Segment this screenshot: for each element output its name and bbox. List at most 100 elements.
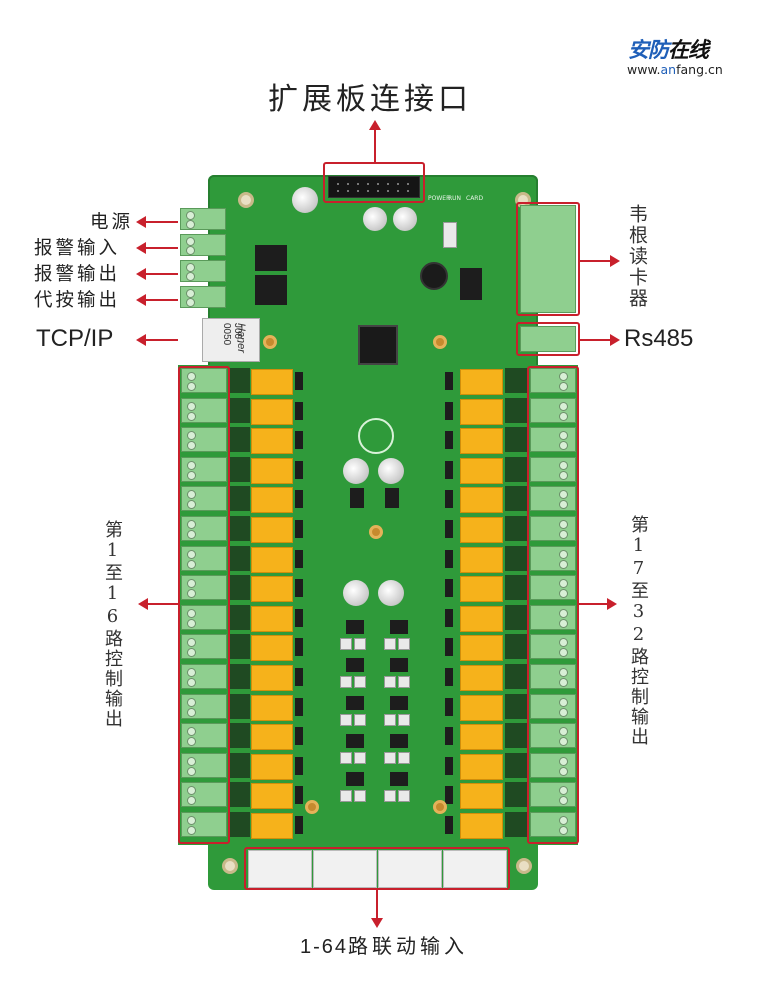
relay <box>251 428 293 455</box>
driver-transistor <box>445 756 453 775</box>
buzzer <box>420 262 448 290</box>
relay <box>251 783 293 810</box>
terminal-header <box>228 782 250 808</box>
output-terminal <box>530 723 576 749</box>
terminal-header <box>228 427 250 453</box>
brand-logo-part1: 安防 <box>628 38 669 62</box>
terminal-header <box>505 782 529 808</box>
screw <box>559 796 568 806</box>
white-connector <box>443 222 457 248</box>
screw <box>559 608 568 618</box>
screw <box>187 520 196 529</box>
rj45-jack: Haner J00-0050 <box>202 318 260 362</box>
screw <box>187 411 196 421</box>
driver-transistor <box>295 816 303 834</box>
output-terminal <box>530 752 576 778</box>
optocoupler-ic <box>390 734 408 748</box>
driver-transistor <box>445 697 453 716</box>
output-terminal <box>530 427 576 453</box>
terminal-header <box>228 486 250 512</box>
relay <box>251 635 293 662</box>
output-terminal <box>530 456 576 482</box>
driver-transistor <box>295 756 303 775</box>
screw <box>187 431 196 441</box>
resistor-array <box>384 790 396 802</box>
relay <box>251 517 293 543</box>
screw <box>559 579 568 589</box>
capacitor <box>343 580 369 606</box>
driver-transistor <box>295 727 303 746</box>
output-terminal <box>181 604 227 630</box>
screw <box>187 796 196 806</box>
relay <box>251 753 293 780</box>
label-linkage-inputs: 1-64路联动输入 <box>300 930 468 959</box>
screw <box>559 401 568 411</box>
screw <box>187 579 196 589</box>
output-terminal <box>530 516 576 541</box>
resistor-array <box>340 638 352 650</box>
screw <box>559 766 568 776</box>
terminal-header <box>505 604 529 630</box>
relay <box>460 635 503 662</box>
relay <box>460 753 503 780</box>
capacitor <box>378 458 404 484</box>
relay <box>251 576 293 603</box>
output-terminal <box>530 634 576 660</box>
resistor-array <box>384 752 396 764</box>
driver-transistor <box>445 816 453 834</box>
label-proxy-output: 代按输出 <box>34 290 121 311</box>
screw <box>187 372 196 381</box>
terminal-header <box>228 545 250 571</box>
relay <box>460 724 503 751</box>
standoff <box>433 800 447 814</box>
resistor-array <box>398 714 410 726</box>
driver-transistor <box>445 727 453 746</box>
label-outputs-17-32: 第17至32路控制输出 <box>628 515 649 747</box>
mounting-hole <box>222 858 238 874</box>
driver-transistor <box>295 520 303 538</box>
output-terminal <box>181 486 227 512</box>
screw <box>559 500 568 510</box>
relay <box>251 398 293 425</box>
output-terminal <box>181 782 227 808</box>
driver-transistor <box>445 668 453 686</box>
screw <box>559 648 568 658</box>
output-terminal <box>181 723 227 749</box>
linkage-input-connector <box>378 850 442 888</box>
relay <box>251 813 293 839</box>
relay <box>251 694 293 721</box>
terminal-header <box>505 575 529 601</box>
terminal-header <box>228 693 250 719</box>
output-terminal <box>181 812 227 837</box>
screw <box>187 816 196 825</box>
terminal-header <box>228 397 250 423</box>
terminal-header <box>228 456 250 482</box>
optocoupler-ic <box>390 772 408 786</box>
arrow-right-icon <box>580 255 620 267</box>
standoff <box>263 335 277 349</box>
screw <box>559 549 568 559</box>
expansion-port-highlight <box>323 162 425 203</box>
capacitor <box>292 187 318 213</box>
screw <box>559 697 568 707</box>
screw <box>559 786 568 796</box>
terminal-header <box>228 664 250 689</box>
screw <box>559 727 568 737</box>
optocoupler-ic <box>346 620 364 634</box>
resistor-array <box>398 752 410 764</box>
screw <box>187 589 196 599</box>
driver-transistor <box>295 579 303 598</box>
terminal-header <box>505 397 529 423</box>
output-terminal <box>530 604 576 630</box>
screw <box>559 589 568 599</box>
driver-transistor <box>445 579 453 598</box>
screw <box>559 382 568 391</box>
ic-chip <box>460 268 482 300</box>
screw <box>559 431 568 441</box>
driver-transistor <box>295 786 303 805</box>
label-power: 电源 <box>90 212 134 233</box>
screw <box>187 737 196 747</box>
url-highlight: an <box>660 62 677 77</box>
led-label-card: CARD <box>466 195 484 202</box>
led-label-run: RUN <box>448 195 462 202</box>
